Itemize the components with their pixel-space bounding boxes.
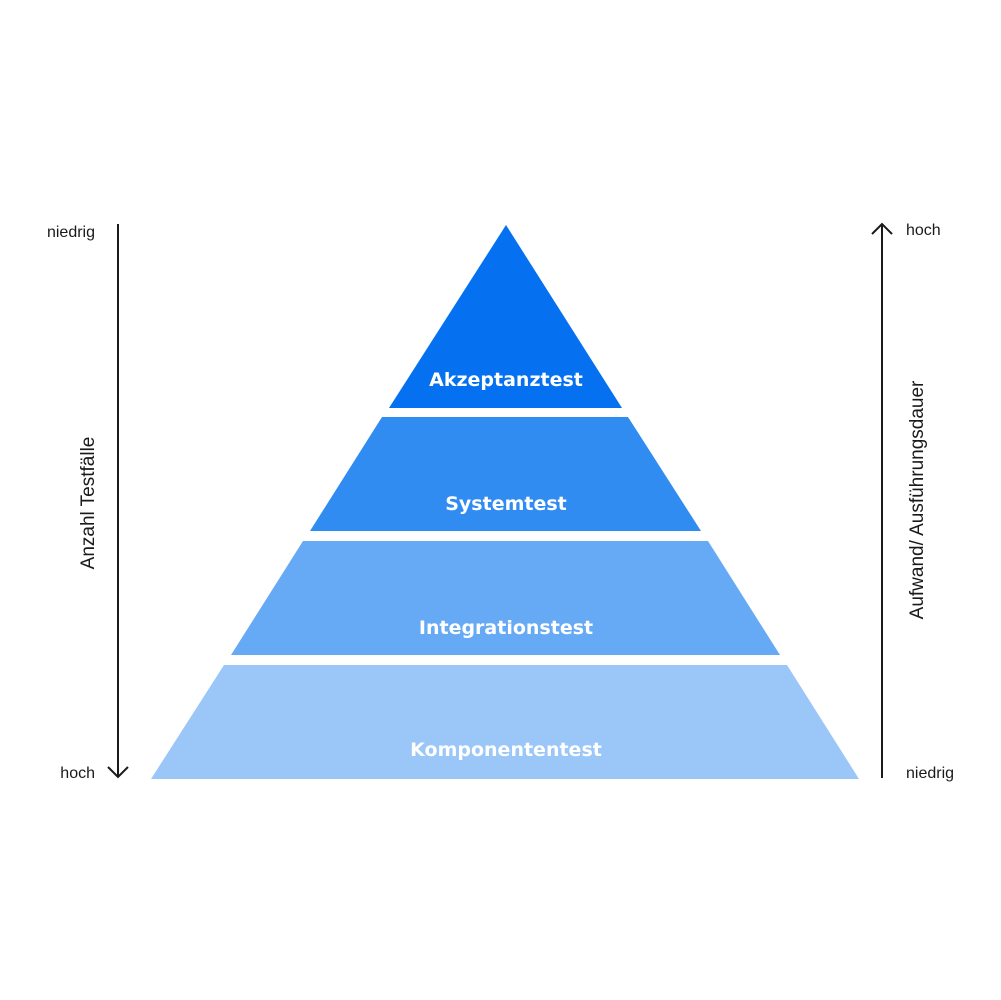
left-axis-title: Anzahl Testfälle: [78, 437, 99, 570]
right-axis: hoch niedrig Aufwand/ Ausführungsdauer: [871, 222, 954, 782]
left-axis: niedrig hoch Anzahl Testfälle: [47, 224, 129, 782]
pyramid-layer-system: [310, 417, 701, 531]
left-axis-top-label: niedrig: [47, 224, 95, 241]
layer-label-component: Komponententest: [410, 739, 602, 761]
pyramid-layer-integration: [231, 541, 780, 655]
arrow-up-icon: [871, 222, 893, 235]
pyramid: Akzeptanztest Systemtest Integrationstes…: [151, 225, 859, 779]
right-axis-top-label: hoch: [906, 222, 941, 239]
layer-label-system: Systemtest: [445, 493, 567, 515]
layer-label-integration: Integrationstest: [419, 617, 593, 639]
right-axis-bottom-label: niedrig: [906, 765, 954, 782]
pyramid-layer-acceptance: [389, 225, 622, 408]
layer-label-acceptance: Akzeptanztest: [429, 369, 583, 391]
pyramid-layer-component: [151, 665, 859, 779]
right-axis-title: Aufwand/ Ausführungsdauer: [907, 380, 928, 619]
arrow-down-icon: [107, 766, 129, 779]
left-axis-bottom-label: hoch: [60, 765, 95, 782]
